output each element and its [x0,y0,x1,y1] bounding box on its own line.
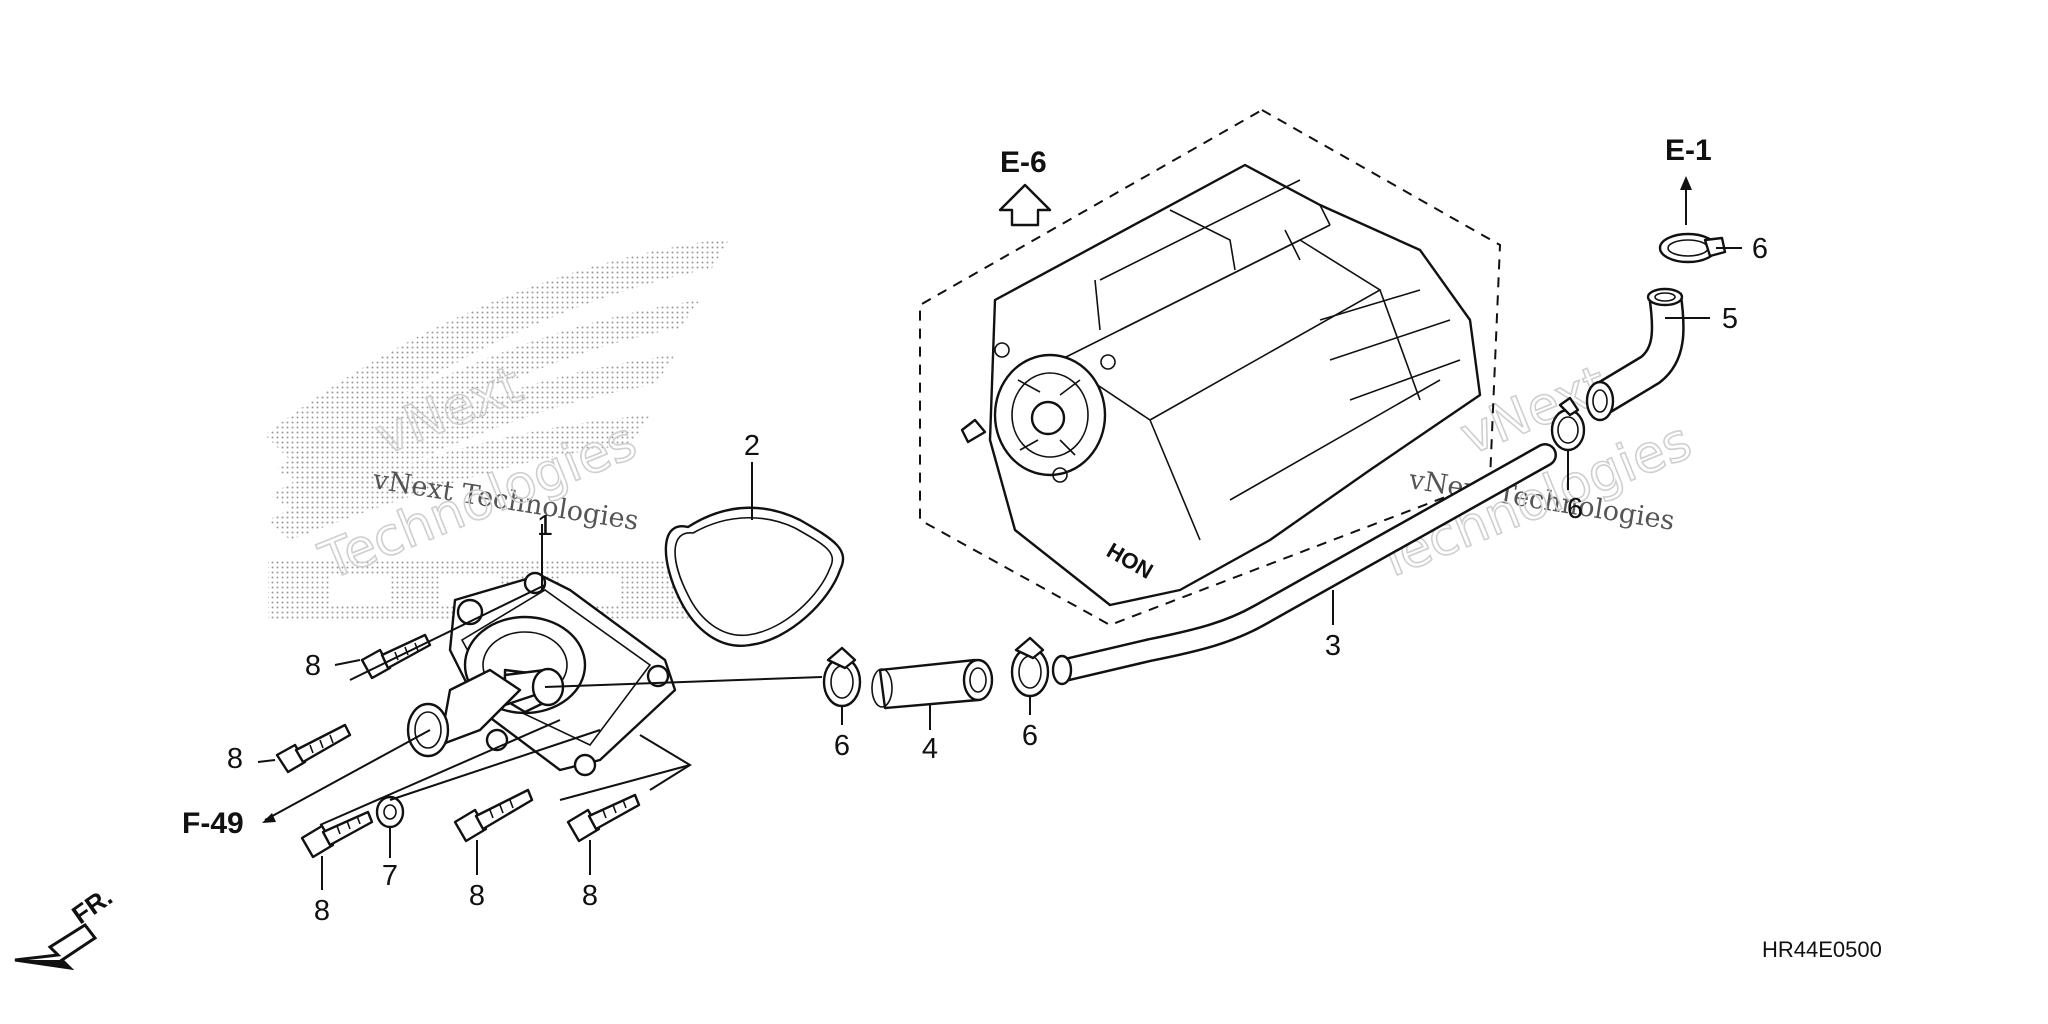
washer [375,795,405,829]
svg-text:E-6: E-6 [1000,146,1047,179]
engine-block-inset: HON [919,108,1502,627]
svg-text:FR.: FR. [66,881,118,930]
front-arrow-icon: FR. [14,881,118,971]
bolt-lower-right [566,793,641,843]
callout-7: 7 [382,860,398,892]
svg-text:E-1: E-1 [1665,134,1712,167]
callout-6-mid: 6 [1022,720,1038,752]
callout-8-upper: 8 [305,650,321,682]
callout-8-lower-left: 8 [314,895,330,927]
leader-lines [257,247,1742,890]
hose-clamp-right [1550,396,1586,452]
bolt-lower-left [300,810,374,859]
bolt-left [275,723,352,774]
ref-e6: E-6 [998,146,1052,227]
hose-clamp-upper [1658,232,1727,264]
callout-4: 4 [922,733,938,765]
callout-8-left: 8 [227,743,243,775]
hose-short [871,658,994,710]
callout-8-lower-right: 8 [582,880,598,912]
hose-clamp-mid [1010,636,1050,698]
callout-1: 1 [537,510,553,542]
hose-bent [1585,287,1685,422]
water-pump-cover [406,571,677,777]
gasket-inner [674,516,834,637]
callout-6-right: 6 [1567,493,1583,525]
bolt-lower-mid [453,788,534,843]
callout-6-upper: 6 [1752,233,1768,265]
callout-2: 2 [744,430,760,462]
ref-f49: F-49 [182,807,244,840]
water-pipe [1051,443,1557,686]
diagram-code: HR44E0500 [1762,937,1882,962]
gasket [664,506,845,647]
callout-5: 5 [1722,303,1738,335]
callout-6-left: 6 [834,730,850,762]
hose-clamp-left [822,646,862,708]
callout-8-lower-mid: 8 [469,880,485,912]
callouts: 1 2 3 4 5 6 6 6 6 7 8 8 8 8 8 [227,233,1768,927]
ref-e1: E-1 [1665,134,1712,225]
callout-3: 3 [1325,630,1341,662]
